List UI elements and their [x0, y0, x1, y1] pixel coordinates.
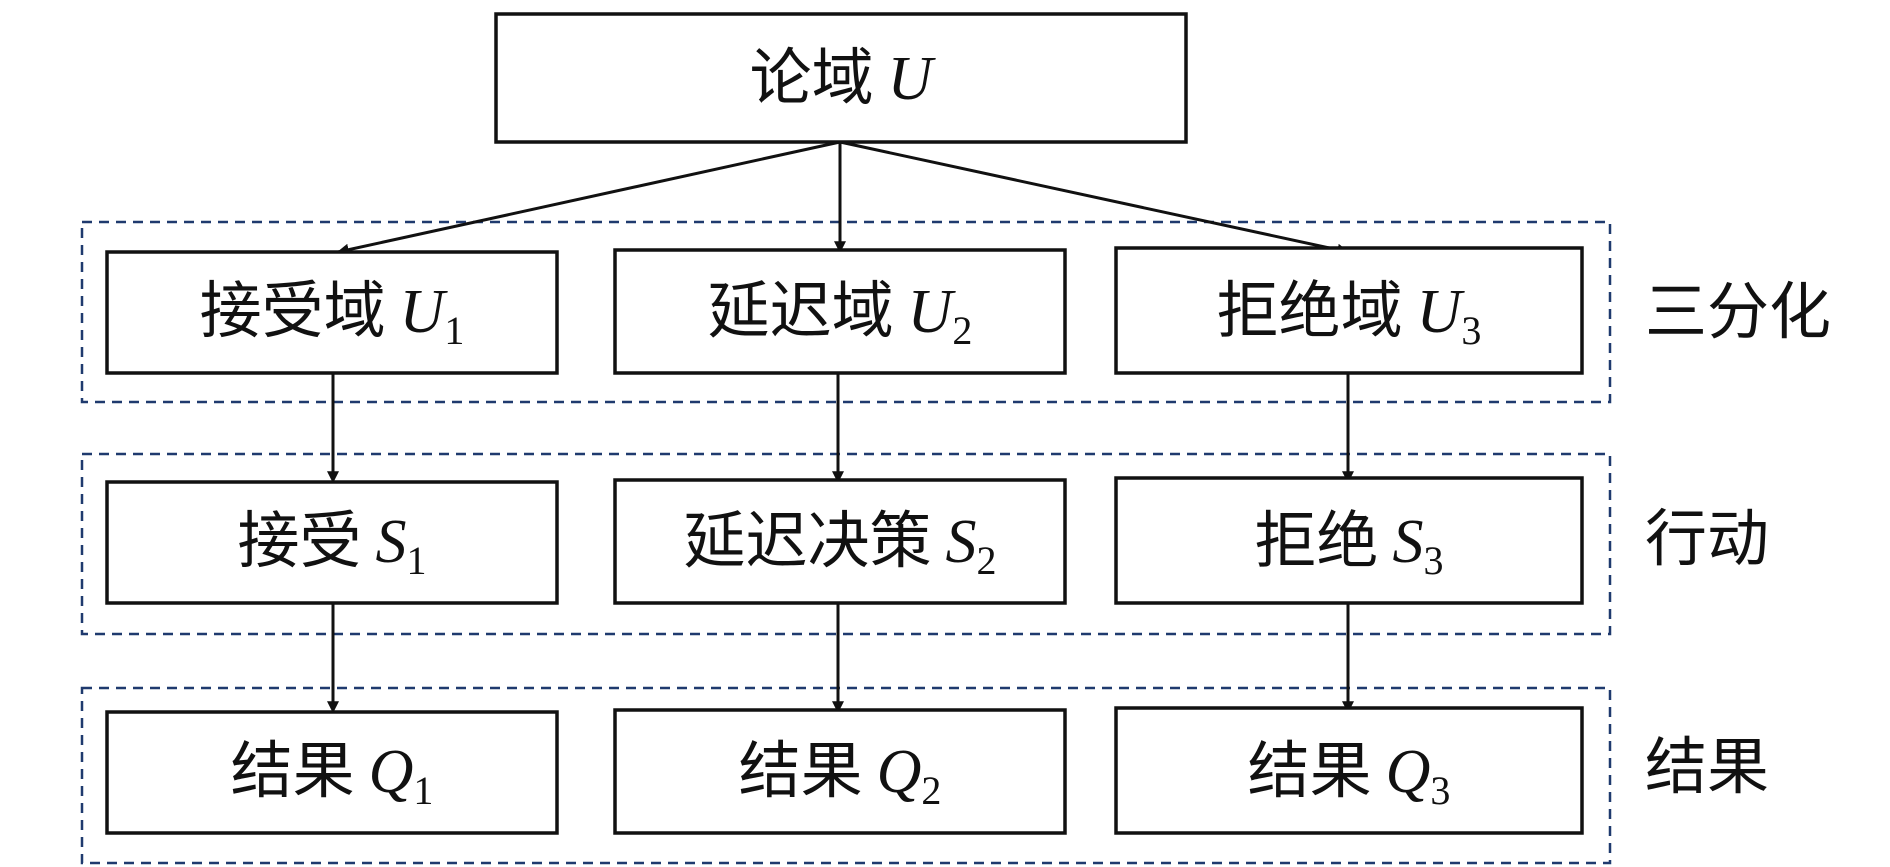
node-var: Q	[1386, 738, 1431, 806]
edge-root-to-accept-region	[336, 140, 841, 256]
node-label: 拒绝	[1254, 504, 1378, 577]
group-frame-partition	[80, 220, 1612, 404]
node-var: S	[946, 508, 977, 576]
node-var: Q	[369, 738, 414, 806]
row-label-result: 结果	[1645, 730, 1769, 803]
node-sub: 2	[952, 308, 972, 353]
node-var: Q	[877, 738, 922, 806]
node-label: 接受	[237, 504, 361, 577]
row-label-partition: 三分化	[1645, 275, 1831, 348]
node-label: 结果	[1248, 734, 1372, 807]
node-label: 结果	[231, 734, 355, 807]
node-sub: 3	[1424, 538, 1444, 583]
node-sub: 2	[977, 538, 997, 583]
group-frame-result	[80, 686, 1612, 865]
node-var: U	[1417, 278, 1466, 346]
node-sub: 1	[413, 768, 433, 813]
node-label: 接受域	[200, 274, 386, 347]
root-node-var: U	[888, 45, 937, 113]
node-var: U	[908, 278, 957, 346]
node-sub: 2	[921, 768, 941, 813]
node-var: S	[376, 508, 407, 576]
node-sub: 1	[444, 308, 464, 353]
svg-text:论域U: 论域U	[750, 41, 937, 114]
node-sub: 3	[1430, 768, 1450, 813]
edge-root-to-reject-region	[839, 140, 1350, 256]
node-sub: 1	[407, 538, 427, 583]
node-label: 结果	[739, 734, 863, 807]
node-label: 延迟决策	[683, 504, 931, 577]
node-label: 拒绝域	[1217, 274, 1403, 347]
node-var: U	[400, 278, 449, 346]
root-node-label: 论域	[750, 41, 874, 114]
node-label: 延迟域	[708, 274, 894, 347]
node-sub: 3	[1461, 308, 1481, 353]
node-var: S	[1393, 508, 1424, 576]
group-frame-action	[80, 452, 1612, 636]
row-label-action: 行动	[1645, 502, 1769, 575]
